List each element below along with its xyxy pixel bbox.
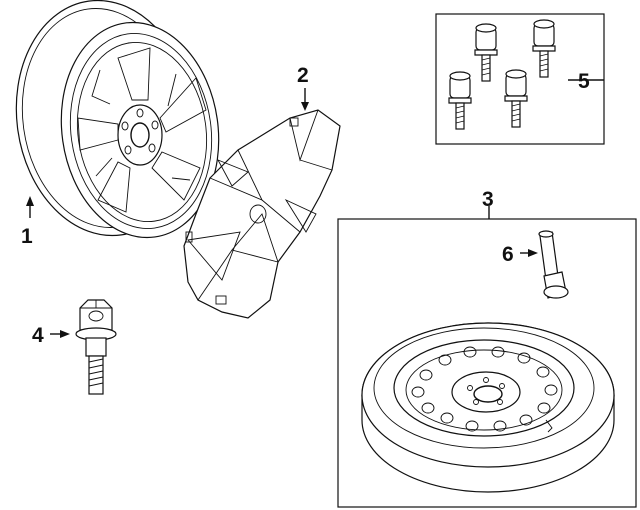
leader-lines xyxy=(26,79,604,338)
lock-kit-box xyxy=(435,13,605,145)
wheel-cover xyxy=(183,109,341,319)
callout-6: 6 xyxy=(502,243,514,266)
callout-5: 5 xyxy=(578,70,590,93)
spare-wheel xyxy=(361,322,615,493)
alloy-wheel xyxy=(15,0,220,239)
callout-2: 2 xyxy=(297,64,309,87)
spare-wheel-box xyxy=(337,218,637,508)
locking-bolts xyxy=(448,19,556,130)
callout-1: 1 xyxy=(21,225,33,248)
valve-stem xyxy=(538,230,569,299)
callout-3: 3 xyxy=(482,188,494,211)
callout-4: 4 xyxy=(32,324,44,347)
lug-bolt xyxy=(75,299,117,395)
